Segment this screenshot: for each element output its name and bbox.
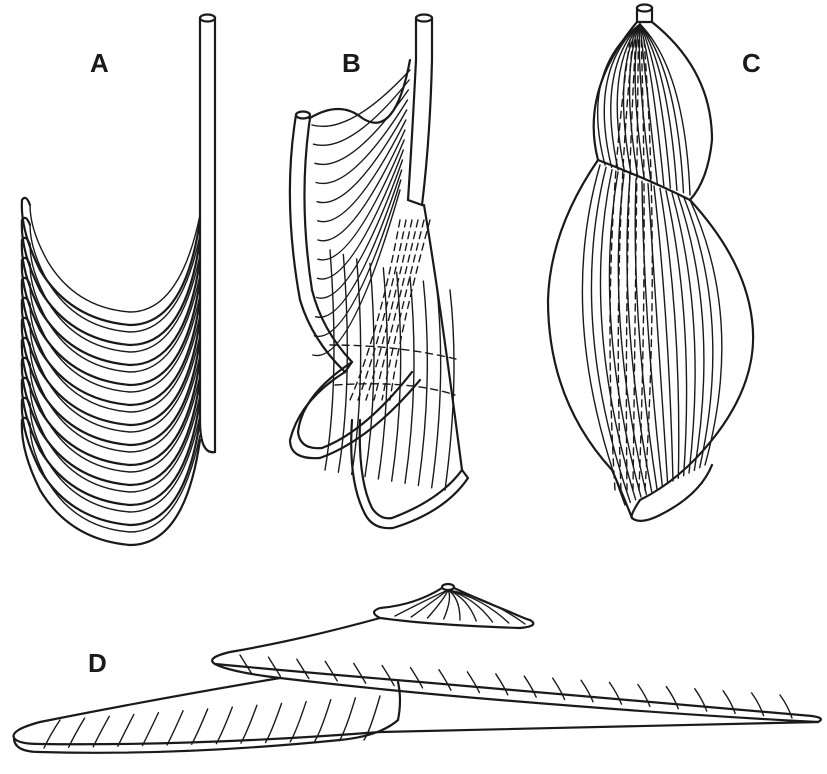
panel-b-ribs [312, 70, 460, 490]
panel-b-tube-right-end [416, 15, 432, 22]
panel-b-tube-left [290, 115, 352, 372]
panel-c-rib-lower [635, 179, 657, 489]
panel-d-rib-bottom [216, 707, 232, 744]
panel-label-b: B [342, 50, 361, 76]
panel-d-rib-middle [382, 666, 394, 686]
panel-d-rib-middle [638, 684, 650, 706]
panel-d-rib-middle [268, 657, 280, 676]
panel-d-rib-middle [695, 689, 707, 711]
panel-label-c: C [742, 50, 761, 76]
panel-d-rib-bottom [192, 709, 208, 744]
panel-d-rib-bottom [69, 718, 85, 747]
panel-d-rib-bottom [290, 702, 306, 742]
panel-d-rib-bottom [266, 703, 282, 742]
panel-d-fold [398, 682, 400, 720]
panel-d-rib-middle [297, 659, 309, 678]
panel-b-rib-lower [365, 263, 374, 476]
panel-d-rib-middle [325, 661, 337, 681]
panel-d-rib-bottom [93, 716, 109, 746]
panel-a-tube [200, 18, 215, 452]
panel-d-apex [442, 584, 454, 590]
panel-label-a: A [90, 50, 109, 76]
panel-d-drawing [14, 584, 821, 753]
panel-d-rib-middle [609, 682, 621, 704]
panel-c-drawing [548, 5, 753, 521]
panel-a-tube-end [200, 15, 215, 22]
panel-d-rib-middle [439, 670, 451, 690]
panel-d-rib-middle [581, 680, 593, 702]
panel-d-base-line [380, 722, 818, 732]
panel-c-hidden-rib [626, 40, 635, 490]
panel-d-rib-middle [524, 676, 536, 697]
panel-a-curves [22, 198, 200, 545]
panel-d-rib-middle [354, 663, 366, 683]
panel-d-rib-middle [496, 674, 508, 695]
panel-b-rib-lower [418, 281, 427, 485]
panel-d-rib-middle [553, 678, 565, 699]
panel-b-rib-lower [432, 286, 441, 488]
panel-d-whorl-1-outer [374, 588, 533, 628]
panel-b-hidden-rib [382, 220, 424, 400]
panel-b-tube-right [408, 18, 432, 205]
panel-b-rib-lower [378, 268, 387, 479]
panel-c-rib-lower [660, 188, 679, 478]
panel-b-lower-loop-inner [298, 362, 412, 448]
panel-a-curve-inner [30, 225, 200, 332]
panel-d-whorl-3-lower [14, 720, 398, 753]
panel-c-apex-end [637, 5, 652, 12]
panel-c-ribs [582, 24, 721, 505]
panel-a-curve-cap [22, 198, 30, 205]
panel-b-tube-left-end [296, 112, 310, 119]
panel-d-rib-bottom [167, 711, 183, 745]
panel-d-rib-bottom [142, 713, 158, 746]
panel-c-rib-lower [618, 174, 646, 494]
panel-b-rib-lower [445, 290, 454, 490]
panel-d-rib-middle [666, 687, 678, 709]
panel-label-d: D [88, 650, 107, 676]
panel-d-rib-middle [467, 672, 479, 693]
panel-c-bottom-loop [632, 465, 712, 521]
panel-d-rib-middle [411, 668, 423, 688]
panel-d-rib-bottom [241, 705, 257, 743]
panel-a-curve-inner [30, 205, 200, 312]
panel-b-right-edge [424, 205, 462, 470]
panel-c-rib-lower [684, 198, 713, 468]
panel-d-rib-middle [723, 691, 735, 714]
panel-d-rib-bottom [118, 714, 134, 746]
panel-b-drawing [290, 15, 468, 529]
panel-b-rib [314, 180, 401, 336]
panel-a-drawing [22, 15, 215, 546]
